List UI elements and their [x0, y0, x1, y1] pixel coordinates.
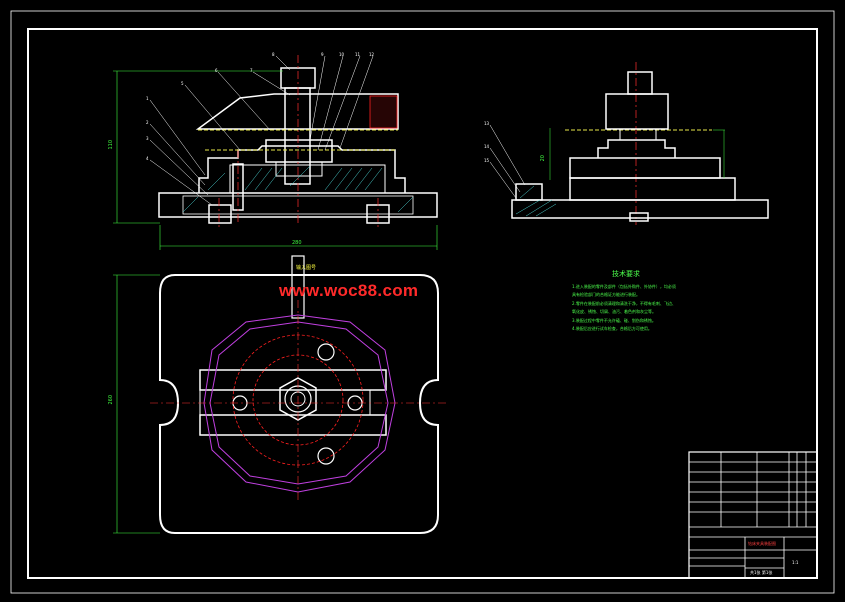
part-tag: 1 — [146, 96, 149, 101]
title-block — [688, 451, 818, 579]
front-leaders — [149, 55, 374, 206]
part-tag: 7 — [250, 68, 253, 73]
part-tag: 8 — [272, 52, 275, 57]
inner-frame — [27, 28, 818, 579]
part-tag: 15 — [484, 158, 490, 163]
part-tag: 13 — [484, 121, 490, 126]
side-view — [511, 71, 769, 222]
side-small-dimension: 20 — [540, 155, 546, 162]
watermark-text: www.woc88.com — [279, 281, 419, 300]
tech-requirement-line: 4.装配后应进行试车检查，合格后方可使用。 — [572, 326, 652, 332]
tech-requirement-line: 1.进入装配的零件及部件（包括外购件、外协件），均必须 — [572, 284, 676, 289]
side-leaders — [489, 124, 526, 199]
part-tag: 9 — [321, 52, 324, 57]
plan-dims — [113, 274, 160, 534]
part-tag: 14 — [484, 144, 490, 149]
center-lines — [218, 55, 637, 228]
part-tag: 2 — [146, 120, 149, 125]
side-view-hatch — [515, 185, 557, 217]
part-tag: 12 — [369, 52, 375, 57]
tech-requirement-line: 3.装配过程中零件不允许磕、碰、划伤和锈蚀。 — [572, 317, 656, 323]
title-block-sheet: 共1张 第1张 — [750, 570, 773, 575]
outer-frame — [10, 10, 835, 594]
front-view-hatch — [182, 165, 414, 213]
plan-centerlines — [150, 300, 446, 500]
front-height-dimension: 110 — [108, 140, 114, 150]
part-tag: 11 — [355, 52, 361, 57]
tech-requirement-line: 2.零件在装配前必须清理和清洗干净，不得有毛刺、飞边、 — [572, 300, 676, 306]
part-tag: 10 — [339, 52, 345, 57]
part-tag: 4 — [146, 156, 149, 161]
tech-requirements-list: 1.进入装配的零件及部件（包括外购件、外协件），均必须 具有检验部门的合格证方能… — [572, 283, 682, 333]
title-block-drawing-name: 钻床夹具装配图 — [748, 541, 776, 546]
plan-label: 输入图号 — [296, 265, 317, 271]
part-tag: 6 — [215, 68, 218, 73]
plan-height-dimension: 260 — [108, 395, 114, 405]
tech-requirement-line: 氧化皮、锈蚀、切屑、油污、着色剂和灰尘等。 — [572, 309, 656, 315]
part-tag: 5 — [181, 81, 184, 86]
part-tag: 3 — [146, 136, 149, 141]
front-dimensions — [113, 70, 438, 250]
front-width-dimension: 280 — [292, 240, 302, 246]
title-block-scale: 1:1 — [792, 560, 799, 565]
tech-requirements-title: 技术要求 — [612, 270, 640, 278]
side-dims — [549, 128, 725, 180]
tech-requirement-line: 具有检验部门的合格证方能进行装配。 — [572, 292, 640, 298]
